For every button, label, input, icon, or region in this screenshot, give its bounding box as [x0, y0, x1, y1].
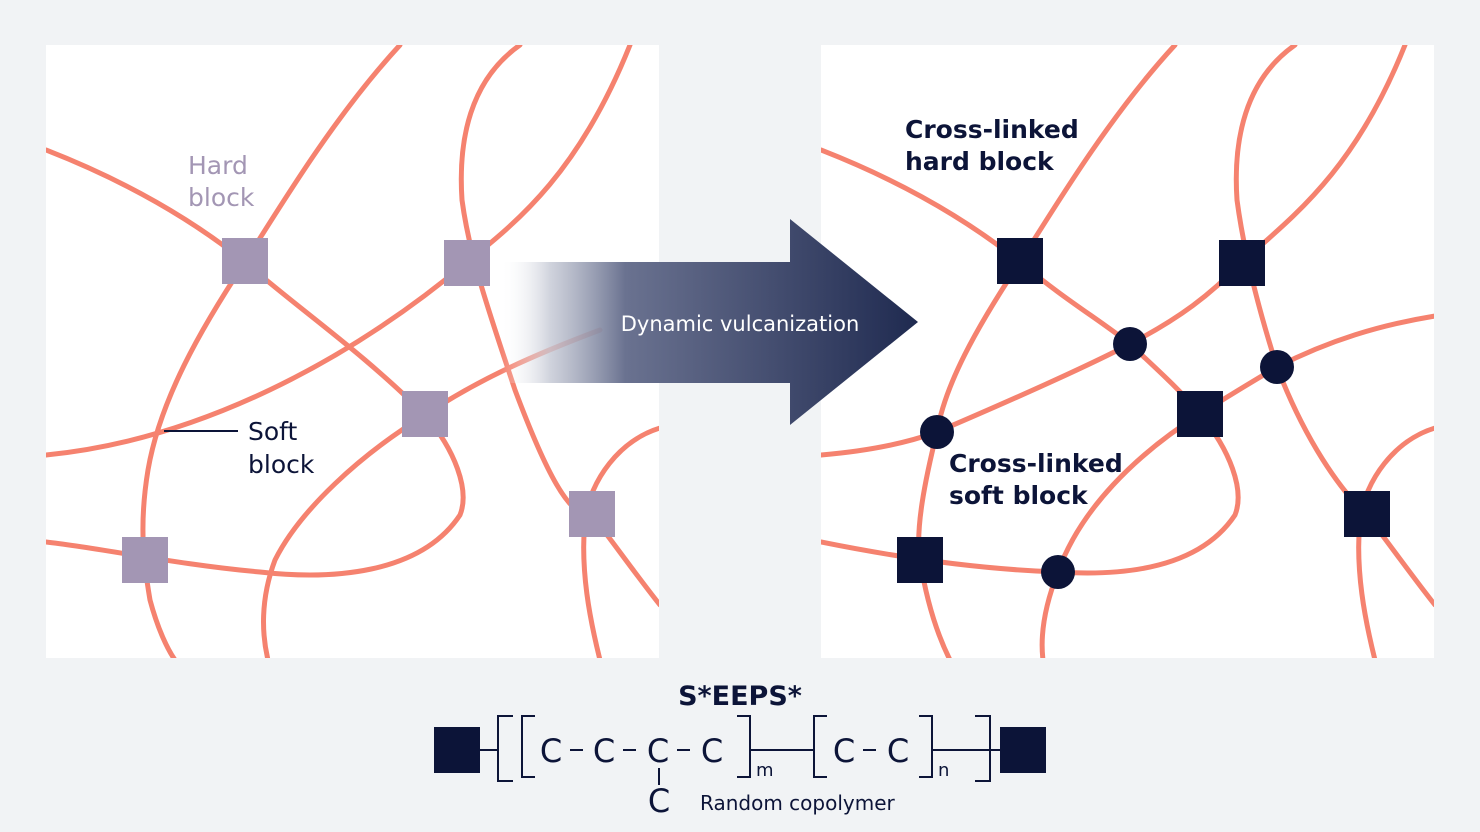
bracket-m-right [737, 715, 751, 778]
carbon-atom-branch: C [648, 782, 670, 820]
polymer-chain [46, 45, 633, 458]
hard-block [444, 240, 490, 286]
crosslinked-soft-block [1041, 555, 1075, 589]
carbon-atom: C [593, 732, 615, 770]
crosslinked-hard-label-line: hard block [905, 147, 1055, 176]
polymer-chain [140, 45, 403, 658]
polymer-chain [261, 412, 428, 658]
copolymer-formula: S*EEPS* C C C C C C C [434, 681, 1046, 820]
crosslinked-hard-block [1219, 240, 1265, 286]
arrow-shape [500, 219, 918, 425]
crosslinked-hard-block [1344, 491, 1390, 537]
hard-block [122, 537, 168, 583]
crosslinked-hard-block [1177, 391, 1223, 437]
hard-block [222, 238, 268, 284]
polymer-chain [1039, 411, 1203, 658]
crosslinked-soft-label: Cross-linked soft block [949, 449, 1131, 510]
hard-block [402, 391, 448, 437]
end-block-left [434, 727, 480, 773]
subscript-n: n [938, 760, 949, 781]
end-block-right [1000, 727, 1046, 773]
crosslinked-hard-block [997, 238, 1043, 284]
right-panel: Cross-linked hard block Cross-linked sof… [821, 45, 1434, 658]
carbon-atom: C [647, 732, 669, 770]
crosslinked-soft-block [920, 415, 954, 449]
soft-block-label-line: block [248, 450, 315, 479]
bracket-n-left [813, 715, 827, 778]
outer-bracket-right [975, 715, 991, 782]
carbon-atom: C [701, 732, 723, 770]
crosslinked-soft-block [1113, 327, 1147, 361]
formula-title: S*EEPS* [678, 681, 802, 712]
formula-caption: Random copolymer [700, 791, 896, 815]
formula-atoms: C C C C C C C [540, 732, 909, 820]
subscript-m: m [756, 760, 774, 781]
crosslinked-hard-label: Cross-linked hard block [905, 115, 1087, 176]
crosslinked-hard-label-line: Cross-linked [905, 115, 1079, 144]
formula-bonds [480, 715, 1000, 785]
polymer-chain [46, 147, 466, 578]
crosslinked-soft-label-line: Cross-linked [949, 449, 1123, 478]
crosslinked-soft-blocks [920, 327, 1294, 589]
carbon-atom: C [833, 732, 855, 770]
arrow-label: Dynamic vulcanization [621, 312, 860, 336]
crosslinked-soft-block [1260, 350, 1294, 384]
carbon-atom: C [887, 732, 909, 770]
outer-bracket-left [497, 715, 513, 782]
hard-block-label-line: block [188, 183, 255, 212]
bracket-n-right [919, 715, 933, 778]
crosslinked-soft-label-line: soft block [949, 481, 1089, 510]
hard-block-label-line: Hard [188, 151, 248, 180]
carbon-atom: C [540, 732, 562, 770]
soft-block-label: Soft block [248, 417, 315, 479]
hard-block [569, 491, 615, 537]
polymer-chain [1233, 45, 1370, 518]
soft-block-label-line: Soft [248, 417, 298, 446]
crosslinked-hard-blocks [897, 238, 1390, 583]
hard-block-label: Hard block [188, 151, 256, 212]
crosslinked-hard-block [897, 537, 943, 583]
bracket-m-left [521, 715, 535, 778]
process-arrow: Dynamic vulcanization [500, 219, 918, 425]
hard-blocks [122, 238, 615, 583]
